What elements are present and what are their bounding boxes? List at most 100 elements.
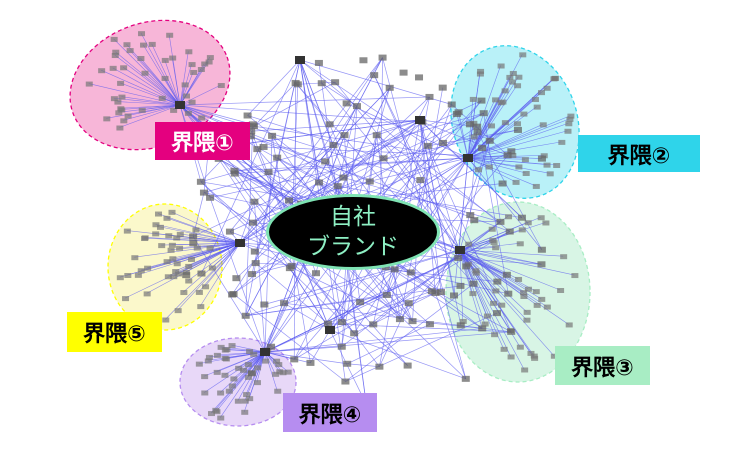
node xyxy=(478,325,487,332)
edge xyxy=(418,87,444,222)
edge xyxy=(236,96,430,279)
node xyxy=(197,270,206,277)
node xyxy=(474,167,482,173)
node xyxy=(228,383,236,389)
node xyxy=(485,137,494,144)
edge xyxy=(467,99,496,159)
node xyxy=(222,356,230,362)
node xyxy=(138,31,146,37)
edge xyxy=(264,351,278,391)
node xyxy=(268,132,277,139)
edge xyxy=(255,262,329,324)
node xyxy=(122,296,130,302)
node xyxy=(206,194,215,201)
edge xyxy=(200,181,408,366)
node xyxy=(217,83,225,89)
edge xyxy=(467,157,526,174)
node xyxy=(228,343,236,349)
edge xyxy=(179,104,421,181)
node xyxy=(241,312,250,319)
edge xyxy=(119,104,181,128)
edge xyxy=(459,140,491,251)
node xyxy=(148,41,156,47)
edge xyxy=(419,119,436,294)
node xyxy=(499,99,507,105)
node xyxy=(247,128,256,135)
node xyxy=(437,289,446,296)
edge xyxy=(88,83,181,106)
edge xyxy=(459,241,494,251)
node xyxy=(208,411,216,417)
node xyxy=(459,318,467,324)
node xyxy=(206,55,214,61)
node xyxy=(280,300,289,307)
node xyxy=(188,62,196,68)
edge xyxy=(467,118,570,159)
edge xyxy=(329,329,466,380)
node xyxy=(567,113,575,119)
node xyxy=(382,292,391,299)
edge xyxy=(467,157,543,250)
node xyxy=(520,294,528,300)
own-brand-node: 自社 ブランド xyxy=(266,194,440,270)
node xyxy=(515,74,523,80)
node xyxy=(483,313,491,319)
node xyxy=(520,111,528,117)
node xyxy=(274,388,282,394)
node xyxy=(485,164,493,170)
node xyxy=(516,344,524,350)
node xyxy=(110,96,118,102)
node xyxy=(98,68,106,74)
edge xyxy=(467,113,524,159)
node xyxy=(515,164,523,170)
node xyxy=(262,358,270,364)
edge xyxy=(343,177,501,223)
cluster-label-2: 界隈② xyxy=(578,135,700,172)
node xyxy=(314,59,323,66)
edge xyxy=(329,292,436,331)
node xyxy=(507,148,516,155)
node xyxy=(195,289,203,295)
edge xyxy=(179,104,423,123)
edge xyxy=(300,119,421,204)
node xyxy=(120,65,128,71)
edge xyxy=(245,57,383,316)
edge xyxy=(327,294,387,324)
edge xyxy=(151,43,181,106)
edge xyxy=(422,121,508,156)
node xyxy=(378,54,387,61)
edge xyxy=(188,242,241,267)
node xyxy=(164,274,172,280)
node xyxy=(543,162,551,168)
node xyxy=(404,300,413,307)
edge xyxy=(467,125,492,159)
node xyxy=(248,121,257,128)
edge xyxy=(234,157,469,174)
node xyxy=(114,99,122,105)
edge xyxy=(233,293,346,382)
edge xyxy=(467,157,547,165)
node xyxy=(462,263,471,270)
edge xyxy=(121,96,181,106)
node xyxy=(201,61,209,67)
edge xyxy=(231,344,266,353)
edge xyxy=(459,249,527,320)
node xyxy=(253,380,261,386)
node xyxy=(557,288,565,294)
edge xyxy=(353,292,436,334)
node xyxy=(185,263,193,269)
node xyxy=(513,126,522,133)
own-brand-label-line1: 自社 xyxy=(330,204,376,230)
edge xyxy=(376,134,501,223)
node xyxy=(244,362,252,368)
edge xyxy=(164,59,181,106)
node xyxy=(225,388,233,394)
edge xyxy=(477,132,543,250)
edge xyxy=(171,242,241,246)
edge xyxy=(127,104,181,116)
edge xyxy=(200,242,241,307)
node xyxy=(488,123,496,129)
node xyxy=(431,289,440,296)
node xyxy=(176,245,184,251)
